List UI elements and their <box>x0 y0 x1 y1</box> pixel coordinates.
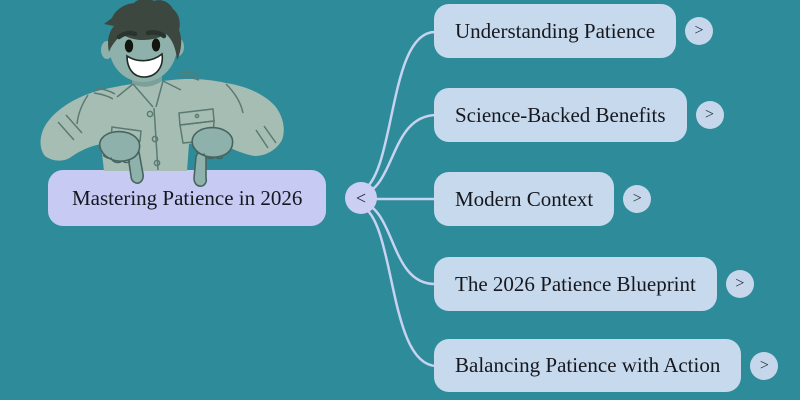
branch-node-label: Modern Context <box>455 186 594 211</box>
expand-button[interactable]: > <box>685 17 714 45</box>
character-smile <box>126 52 164 78</box>
branch-node-understanding-patience[interactable]: Understanding Patience <box>434 4 677 58</box>
branch-node-label: Understanding Patience <box>455 18 656 43</box>
character-ear <box>101 41 113 59</box>
collapse-button[interactable]: < <box>345 182 377 214</box>
expand-button[interactable]: > <box>750 351 779 380</box>
branch-node-balancing-patience-with-action[interactable]: Balancing Patience with Action <box>434 339 742 392</box>
expand-button[interactable]: > <box>623 185 652 213</box>
branch-node-label: The 2026 Patience Blueprint <box>455 271 696 296</box>
character-eyebrows <box>116 30 167 40</box>
branch-node-modern-context[interactable]: Modern Context <box>434 172 615 226</box>
character-hair <box>104 0 182 60</box>
connector-branch-5 <box>360 204 439 368</box>
character-face <box>109 15 177 82</box>
character-neck <box>132 66 162 94</box>
character-shirt <box>40 79 284 171</box>
root-node-label: Mastering Patience in 2026 <box>72 185 303 210</box>
expand-button[interactable]: > <box>725 270 754 298</box>
expand-button[interactable]: > <box>695 101 724 129</box>
connector-branch-1 <box>360 30 437 193</box>
character-ear <box>172 38 184 56</box>
root-node[interactable]: Mastering Patience in 2026 <box>48 170 327 226</box>
branch-node-2026-patience-blueprint[interactable]: The 2026 Patience Blueprint <box>434 257 717 311</box>
connector-branch-2 <box>360 113 439 197</box>
branch-node-label: Balancing Patience with Action <box>455 353 721 377</box>
character-shirt-details <box>57 71 277 171</box>
connector-branch-4 <box>360 200 437 286</box>
branch-node-label: Science-Backed Benefits <box>455 102 666 127</box>
character-eyes <box>124 38 161 53</box>
branch-node-science-backed-benefits[interactable]: Science-Backed Benefits <box>434 88 687 142</box>
